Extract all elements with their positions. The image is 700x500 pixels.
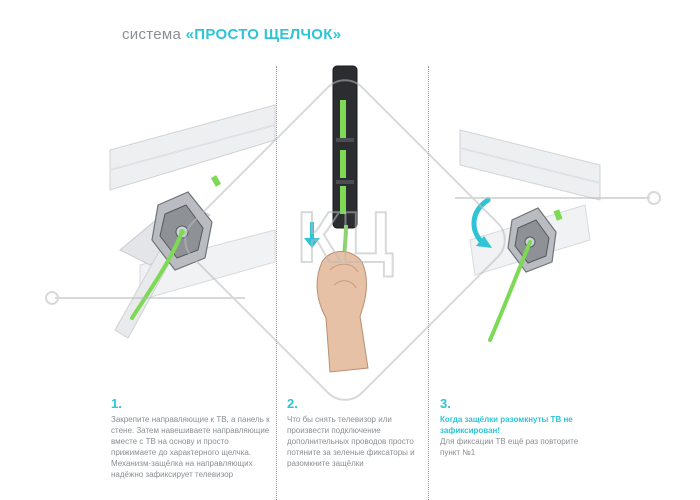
step-1-number: 1. bbox=[111, 396, 122, 411]
title-prefix: система bbox=[122, 26, 182, 43]
step-2-number: 2. bbox=[287, 396, 298, 411]
step-1-text: Закрепите направляющие к ТВ, а панель к … bbox=[111, 415, 270, 479]
step-2-text: Что бы снять телевизор или произвести по… bbox=[287, 415, 415, 468]
page-title: система «ПРОСТО ЩЕЛЧОК» bbox=[122, 26, 341, 43]
step2-illustration bbox=[304, 65, 369, 373]
step1-illustration bbox=[109, 104, 276, 339]
step-3-warning: Когда защёлки разомкнуты ТВ не зафиксиро… bbox=[440, 415, 573, 435]
step-2: 2. Что бы снять телевизор или произвести… bbox=[287, 396, 422, 469]
step-3-text: Для фиксации ТВ ещё раз повторите пункт … bbox=[440, 437, 579, 457]
step-1: 1. Закрепите направляющие к ТВ, а панель… bbox=[111, 396, 271, 480]
step-3: 3. Когда защёлки разомкнуты ТВ не зафикс… bbox=[440, 396, 600, 458]
step-3-number: 3. bbox=[440, 396, 451, 411]
step3-illustration bbox=[459, 129, 601, 342]
title-emphasis: «ПРОСТО ЩЕЛЧОК» bbox=[185, 26, 342, 43]
